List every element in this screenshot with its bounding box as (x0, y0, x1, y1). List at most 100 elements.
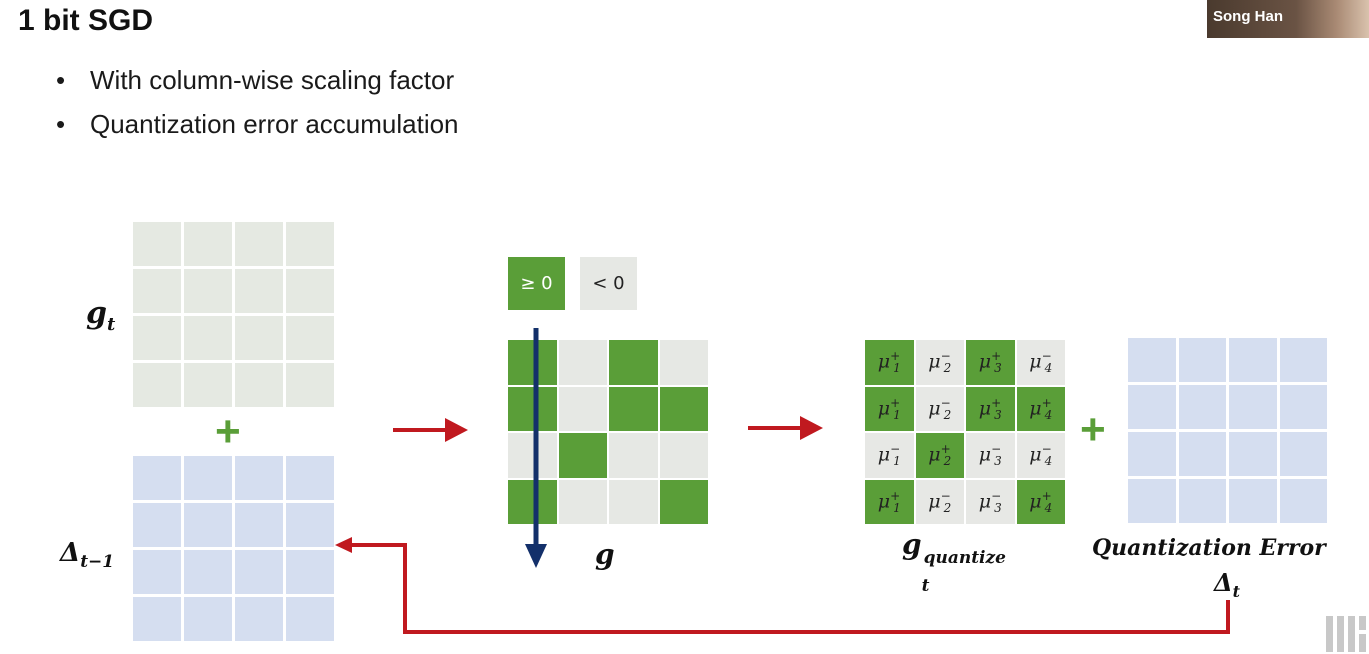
mu-symbol: μ−2 (928, 349, 952, 376)
sign-cell (508, 340, 557, 385)
quantized-cell: μ+3 (966, 386, 1015, 431)
matrix-cell (1178, 479, 1226, 523)
delta-t-label: Δt (1214, 568, 1241, 601)
legend-positive: ≥ 0 (508, 257, 565, 310)
matrix-cell (184, 456, 232, 500)
delta-prev-label: Δt−1 (60, 538, 115, 573)
mu-symbol: μ+3 (978, 395, 1002, 422)
matrix-cell (286, 363, 334, 407)
sign-cell (659, 479, 708, 524)
sign-cell (609, 479, 658, 524)
matrix-cell (1279, 432, 1327, 476)
quantized-cell: μ+4 (1016, 386, 1065, 431)
quantized-cell: μ−2 (915, 340, 964, 385)
matrix-cell (1178, 338, 1226, 382)
quantization-error-label: Quantization Error (1092, 535, 1326, 561)
sign-cell (609, 386, 658, 431)
mu-symbol: μ+4 (1029, 488, 1053, 515)
matrix-cell (184, 363, 232, 407)
quantized-cell: μ−3 (966, 479, 1015, 524)
mu-symbol: μ+1 (877, 349, 901, 376)
matrix-cell (1279, 479, 1327, 523)
matrix-cell (286, 550, 334, 594)
matrix-cell (286, 269, 334, 313)
quantized-cell: μ+1 (865, 386, 914, 431)
quantization-error-matrix (1128, 338, 1327, 523)
matrix-cell (1128, 432, 1176, 476)
quantized-cell: μ+1 (865, 340, 914, 385)
matrix-cell (286, 456, 334, 500)
quantized-cell: μ−4 (1016, 433, 1065, 478)
plus-sign-left: + (215, 407, 241, 456)
sign-cell (558, 340, 607, 385)
matrix-cell (1178, 385, 1226, 429)
quantized-cell: μ+4 (1016, 479, 1065, 524)
matrix-cell (184, 316, 232, 360)
sign-matrix (508, 340, 708, 524)
quantized-cell: μ+2 (915, 433, 964, 478)
quantized-cell: μ−4 (1016, 340, 1065, 385)
quantized-cell: μ−2 (915, 479, 964, 524)
mu-symbol: μ−4 (1029, 349, 1053, 376)
matrix-cell (286, 316, 334, 360)
matrix-cell (133, 503, 181, 547)
mit-logo-icon (1326, 616, 1366, 652)
legend-negative: < 0 (580, 257, 637, 310)
quantized-cell: μ−3 (966, 433, 1015, 478)
matrix-cell (1128, 338, 1176, 382)
matrix-cell (184, 503, 232, 547)
speaker-name: Song Han (1213, 8, 1283, 25)
speaker-video-thumbnail[interactable]: Song Han (1207, 0, 1369, 38)
quantized-cell: μ+3 (966, 340, 1015, 385)
g-label: g (595, 538, 615, 571)
matrix-cell (133, 550, 181, 594)
matrix-cell (133, 363, 181, 407)
matrix-cell (286, 597, 334, 641)
matrix-cell (1229, 432, 1277, 476)
matrix-cell (133, 222, 181, 266)
arrow-to-sign (393, 418, 468, 442)
mu-symbol: μ+1 (877, 488, 901, 515)
mu-symbol: μ−4 (1029, 442, 1053, 469)
bullet-item: With column-wise scaling factor (52, 60, 459, 104)
gq-label: g quantize t (902, 528, 1006, 596)
sign-cell (609, 433, 658, 478)
mu-symbol: μ−3 (978, 442, 1002, 469)
matrix-cell (1128, 479, 1176, 523)
matrix-cell (1229, 385, 1277, 429)
mu-symbol: μ+4 (1029, 395, 1053, 422)
mu-symbol: μ+3 (978, 349, 1002, 376)
matrix-cell (1279, 338, 1327, 382)
mu-symbol: μ+2 (928, 442, 952, 469)
matrix-cell (1229, 338, 1277, 382)
matrix-cell (235, 456, 283, 500)
matrix-cell (133, 316, 181, 360)
matrix-cell (133, 269, 181, 313)
mu-symbol: μ+1 (877, 395, 901, 422)
sign-cell (609, 340, 658, 385)
mu-symbol: μ−3 (978, 488, 1002, 515)
feedback-arrow (335, 537, 1230, 634)
mu-symbol: μ−2 (928, 488, 952, 515)
matrix-cell (235, 597, 283, 641)
matrix-cell (286, 222, 334, 266)
sign-cell (659, 340, 708, 385)
bullet-item: Quantization error accumulation (52, 104, 459, 148)
matrix-cell (184, 222, 232, 266)
matrix-cell (184, 550, 232, 594)
matrix-cell (184, 597, 232, 641)
matrix-cell (133, 597, 181, 641)
matrix-cell (1279, 385, 1327, 429)
matrix-cell (286, 503, 334, 547)
matrix-cell (235, 316, 283, 360)
quantized-cell: μ+1 (865, 479, 914, 524)
slide-title: 1 bit SGD (18, 4, 154, 37)
matrix-cell (133, 456, 181, 500)
matrix-cell (1128, 385, 1176, 429)
sign-cell (558, 386, 607, 431)
sign-cell (558, 479, 607, 524)
mu-symbol: μ−2 (928, 395, 952, 422)
gt-label: gt (86, 296, 116, 335)
